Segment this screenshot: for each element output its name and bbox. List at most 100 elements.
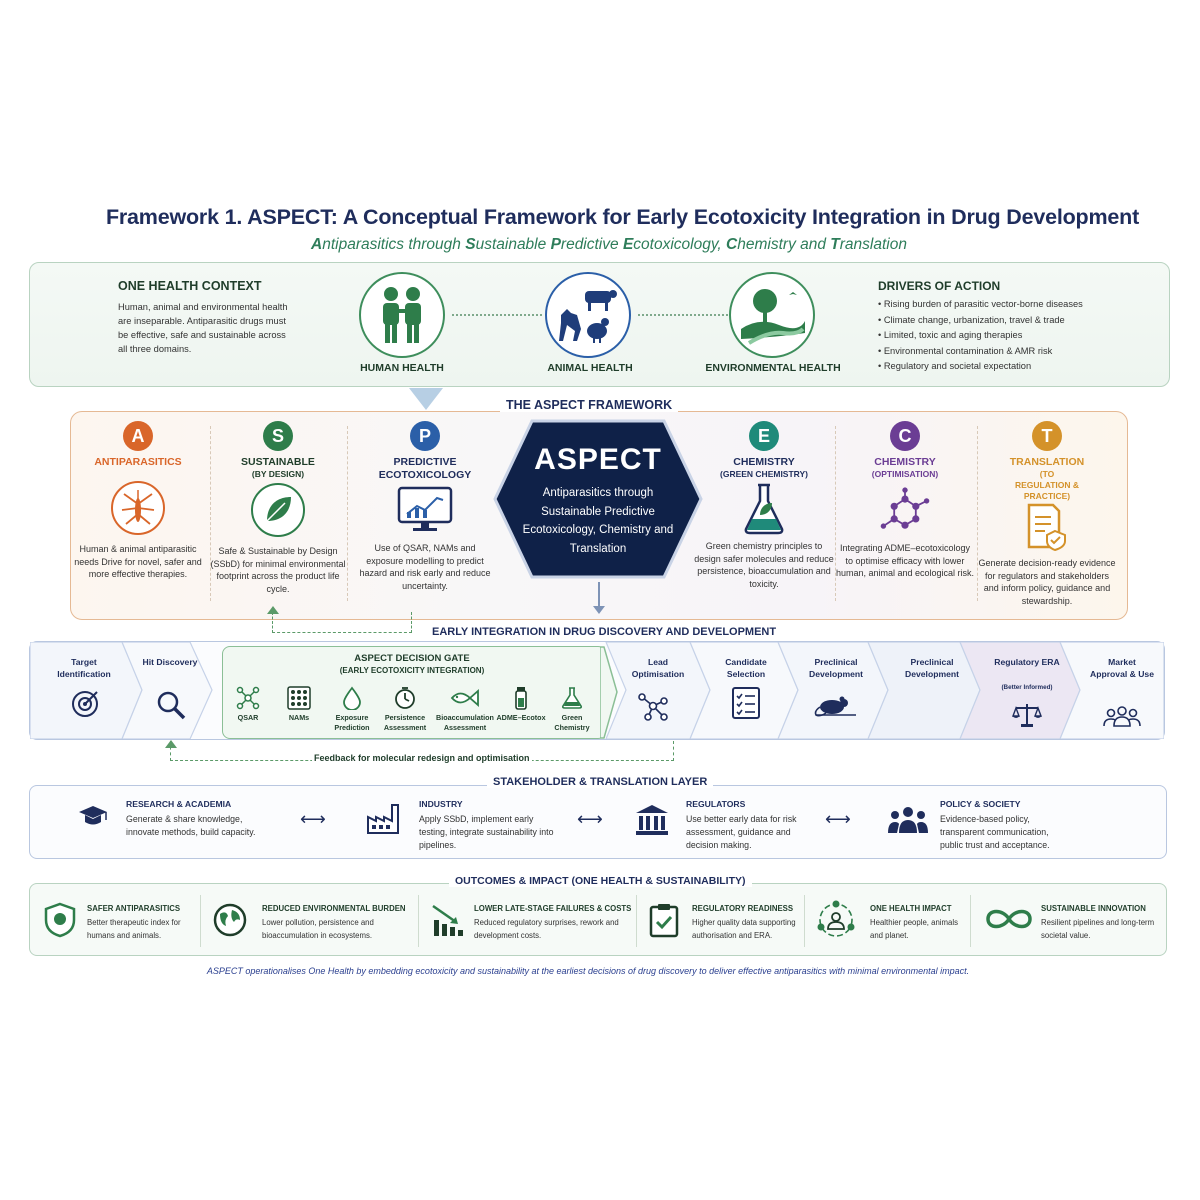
divider bbox=[835, 426, 836, 601]
stakeholder-title: STAKEHOLDER & TRANSLATION LAYER bbox=[487, 776, 714, 788]
pillar-translation: T TRANSLATION (TO REGULATION & PRACTICE)… bbox=[977, 421, 1117, 607]
feedback-connector bbox=[272, 612, 412, 633]
gate-item-qsar: QSAR bbox=[221, 686, 275, 723]
page-subtitle: Antiparasitics through Sustainable Predi… bbox=[311, 236, 907, 253]
gate-item-label: Exposure Prediction bbox=[334, 713, 370, 732]
fish-icon bbox=[450, 689, 479, 707]
double-arrow-icon: ⟷ bbox=[577, 809, 603, 829]
pillar-description: Generate decision-ready evidence for reg… bbox=[978, 558, 1116, 606]
pillar-subtitle: (OPTIMISATION) bbox=[871, 469, 939, 479]
stage-lead-optimisation: Lead Optimisation bbox=[631, 657, 685, 679]
aspect-center-text: Antiparasitics through Sustainable Predi… bbox=[522, 487, 674, 555]
cycle-people-icon bbox=[815, 899, 857, 946]
divider bbox=[970, 895, 971, 947]
pillar-name: ANTIPARASITICS bbox=[94, 456, 182, 468]
graduation-cap-icon bbox=[78, 802, 108, 833]
flask-icon bbox=[561, 687, 583, 709]
stakeholder-text: Use better early data for risk assessmen… bbox=[686, 814, 797, 850]
outcome-text: Lower pollution, persistence and bioaccu… bbox=[262, 918, 374, 940]
magnifier-icon bbox=[155, 689, 187, 726]
outcome-text: Healthier people, animals and planet. bbox=[870, 918, 958, 940]
pillar-letter: E bbox=[749, 421, 779, 451]
page-title: Framework 1. ASPECT: A Conceptual Framew… bbox=[105, 205, 1140, 229]
outcome-text: Higher quality data supporting authorisa… bbox=[692, 918, 796, 940]
factory-icon bbox=[366, 803, 402, 840]
gate-item-label: NAMs bbox=[288, 713, 310, 722]
gate-item-label: Green Chemistry bbox=[554, 713, 590, 732]
target-icon bbox=[70, 689, 100, 724]
pillar-name: PREDICTIVE ECOTOXICOLOGY bbox=[378, 456, 472, 481]
pillar-green-chemistry: E CHEMISTRY (GREEN CHEMISTRY) Green chem… bbox=[694, 421, 834, 590]
feedback-label: Feedback for molecular redesign and opti… bbox=[312, 753, 532, 763]
outcome-head: SUSTAINABLE INNOVATION bbox=[1041, 904, 1146, 913]
bar-down-icon bbox=[430, 902, 466, 943]
pillar-antiparasitics: A ANTIPARASITICS Human & animal antipara… bbox=[68, 421, 208, 581]
one-health-context-text: Human, animal and environmental health a… bbox=[118, 302, 288, 354]
aspect-decision-gate bbox=[222, 646, 606, 739]
pillar-description: Green chemistry principles to design saf… bbox=[694, 541, 834, 589]
stakeholder-head: REGULATORS bbox=[686, 799, 746, 809]
flask-icon bbox=[737, 482, 791, 536]
list-item: Regulatory and societal expectation bbox=[878, 359, 1083, 375]
domain-label-animal: ANIMAL HEALTH bbox=[547, 362, 633, 374]
globe-icon bbox=[212, 902, 248, 943]
building-icon bbox=[634, 803, 670, 842]
pillar-sustainable: S SUSTAINABLE (BY DESIGN) Safe & Sustain… bbox=[208, 421, 348, 595]
stakeholder-head: POLICY & SOCIETY bbox=[940, 799, 1021, 809]
pillar-chemistry-optimisation: C CHEMISTRY (OPTIMISATION) Integrating A… bbox=[835, 421, 975, 580]
double-arrow-icon: ⟷ bbox=[825, 809, 851, 829]
pillar-description: Use of QSAR, NAMs and exposure modelling… bbox=[359, 543, 491, 591]
infinity-icon bbox=[984, 906, 1034, 937]
early-integration-title: EARLY INTEGRATION IN DRUG DISCOVERY AND … bbox=[432, 626, 777, 638]
leaf-icon bbox=[251, 483, 305, 537]
up-arrow-icon bbox=[267, 606, 279, 614]
network-icon bbox=[236, 686, 260, 710]
pillar-name: SUSTAINABLE bbox=[241, 456, 315, 468]
stage-regulatory-era: Regulatory ERA bbox=[994, 657, 1060, 667]
molecule-icon bbox=[636, 689, 670, 728]
connector-dots bbox=[452, 314, 542, 316]
vial-icon bbox=[515, 687, 527, 710]
divider bbox=[636, 895, 637, 947]
gate-item-label: Bioaccumulation Assessment bbox=[436, 713, 494, 732]
gate-item-green-chemistry: Green Chemistry bbox=[545, 686, 599, 733]
outcome-head: LOWER LATE-STAGE FAILURES & COSTS bbox=[474, 904, 632, 913]
outcome-head: ONE HEALTH IMPACT bbox=[870, 904, 952, 913]
aspect-center-title: ASPECT bbox=[534, 443, 662, 476]
pillar-letter: C bbox=[890, 421, 920, 451]
outcome-head: REDUCED ENVIRONMENTAL BURDEN bbox=[262, 904, 406, 913]
monitor-chart-icon bbox=[396, 486, 454, 532]
document-check-icon bbox=[1020, 502, 1074, 552]
pillar-description: Safe & Sustainable by Design (SSbD) for … bbox=[210, 546, 346, 594]
stage-hit-discovery: Hit Discovery bbox=[142, 657, 198, 667]
stage-note: (Better Informed) bbox=[1001, 684, 1053, 691]
domain-label-human: HUMAN HEALTH bbox=[360, 362, 444, 374]
list-item: Rising burden of parasitic vector-borne … bbox=[878, 297, 1083, 313]
stakeholder-panel bbox=[29, 785, 1167, 859]
footer-caption: ASPECT operationalises One Health by emb… bbox=[206, 966, 970, 976]
list-item: Limited, toxic and aging therapies bbox=[878, 328, 1083, 344]
outcome-head: SAFER ANTIPARASITICS bbox=[87, 904, 181, 913]
down-arrow-icon bbox=[409, 388, 443, 410]
divider bbox=[804, 895, 805, 947]
outcomes-title: OUTCOMES & IMPACT (ONE HEALTH & SUSTAINA… bbox=[449, 875, 752, 887]
gate-subtitle: (EARLY ECOTOXICITY INTEGRATION) bbox=[339, 666, 485, 675]
connector-line bbox=[598, 582, 600, 608]
pillar-subtitle: (TO REGULATION & PRACTICE) bbox=[1014, 469, 1080, 501]
animals-icon bbox=[545, 272, 631, 358]
outcome-text: Better therapeutic index for humans and … bbox=[87, 918, 181, 940]
outcome-text: Resilient pipelines and long-term societ… bbox=[1041, 918, 1155, 940]
mosquito-icon bbox=[111, 481, 165, 535]
grid-icon bbox=[287, 686, 311, 710]
gate-item-label: ADME–Ecotox bbox=[496, 713, 546, 722]
stage-chevrons bbox=[30, 642, 1164, 739]
pillar-letter: T bbox=[1032, 421, 1062, 451]
scales-icon bbox=[1011, 702, 1043, 733]
pillar-predictive-ecotoxicology: P PREDICTIVE ECOTOXICOLOGY Use of QSAR, … bbox=[355, 421, 495, 592]
pillar-name: CHEMISTRY bbox=[733, 456, 795, 468]
double-arrow-icon: ⟷ bbox=[300, 809, 326, 829]
clipboard-check-icon bbox=[648, 902, 680, 943]
stakeholder-head: RESEARCH & ACADEMIA bbox=[126, 799, 232, 809]
divider bbox=[210, 426, 211, 601]
divider bbox=[418, 895, 419, 947]
